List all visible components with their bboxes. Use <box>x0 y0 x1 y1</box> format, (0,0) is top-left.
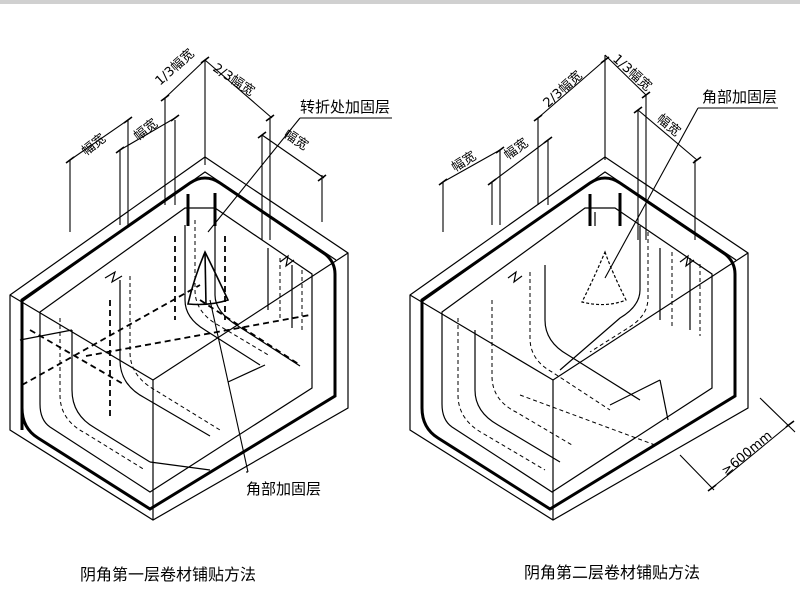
right-dim-width-c: 幅宽 <box>653 111 683 140</box>
left-dashed-thin <box>59 220 303 471</box>
left-dim-width-b: 幅宽 <box>131 116 161 145</box>
right-break-marks <box>507 254 695 284</box>
left-caption: 阴角第一层卷材铺贴方法 <box>80 565 256 584</box>
right-diagram <box>409 54 796 521</box>
left-dim-two-thirds: 2/3幅宽 <box>210 60 258 100</box>
right-callout-corner: 角部加固层 <box>702 88 777 106</box>
left-lining-thick <box>20 176 337 511</box>
right-lining-thick <box>420 176 737 511</box>
right-dimension-lines <box>442 54 796 491</box>
left-callout-fold: 转折处加固层 <box>300 98 390 116</box>
left-dim-third: 1/3幅宽 <box>152 46 198 89</box>
left-break-marks <box>104 254 295 284</box>
left-corner-reinforcement <box>187 250 230 306</box>
left-callout-leaders <box>207 117 392 473</box>
left-dimension-lines <box>69 59 325 179</box>
left-dashed-lines <box>21 236 311 420</box>
right-callout-leaders <box>604 107 778 279</box>
left-dim-width-c: 幅宽 <box>281 126 312 154</box>
right-dim-width-a: 幅宽 <box>449 148 480 175</box>
left-lining-thin <box>19 207 313 493</box>
right-dimension-600: ≥600mm <box>719 428 775 479</box>
right-dimension-ticks <box>438 56 795 492</box>
left-callout-corner: 角部加固层 <box>246 480 321 498</box>
right-caption: 阴角第二层卷材铺贴方法 <box>524 563 700 582</box>
right-corner-reinforcement <box>581 250 627 306</box>
left-dimension-ticks <box>65 56 327 182</box>
right-dim-third: 1/3幅宽 <box>609 51 655 94</box>
right-dashed-lines <box>457 232 701 471</box>
left-diagram <box>9 56 392 521</box>
right-dim-width-b: 幅宽 <box>501 135 531 163</box>
right-box-outline <box>409 156 749 521</box>
top-border <box>0 0 800 4</box>
right-extension-lines <box>442 55 696 240</box>
left-dim-width-a: 幅宽 <box>79 131 109 160</box>
left-extension-lines <box>69 60 323 240</box>
right-lining-thin <box>441 207 713 493</box>
right-dim-two-thirds: 2/3幅宽 <box>540 68 586 111</box>
